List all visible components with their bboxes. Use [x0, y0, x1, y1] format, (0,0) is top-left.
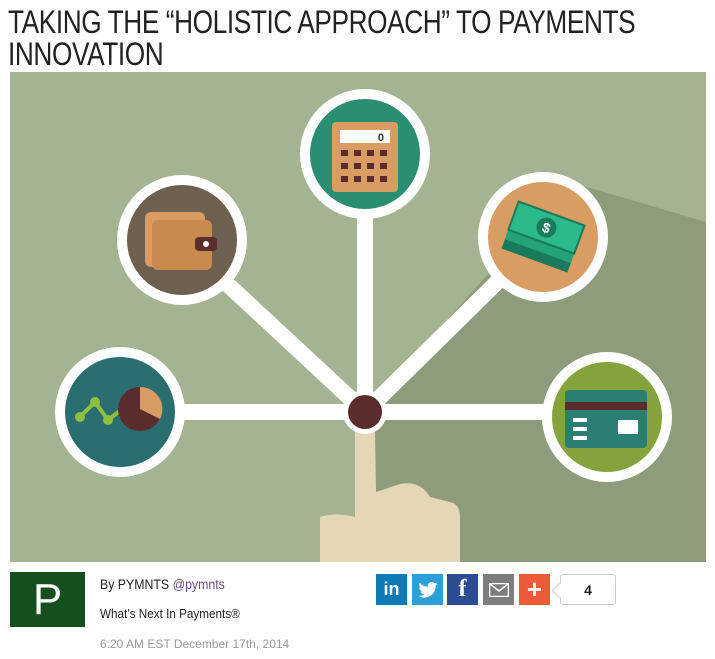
- author-name[interactable]: By PYMNTS: [100, 576, 170, 592]
- twitter-icon: [417, 581, 438, 598]
- credit-card-icon: [542, 352, 672, 482]
- author-byline: By PYMNTS @pymnts: [100, 576, 225, 592]
- facebook-icon: f: [458, 576, 467, 602]
- pointing-hand-icon: [320, 420, 460, 562]
- article-title-line2: INNOVATION: [8, 36, 164, 72]
- email-share-button[interactable]: [483, 574, 514, 605]
- author-avatar[interactable]: P: [10, 572, 85, 627]
- hero-illustration: 0 $: [10, 72, 706, 562]
- author-handle-link[interactable]: @pymnts: [172, 576, 225, 592]
- plus-icon: +: [526, 574, 543, 604]
- author-tagline: What’s Next In Payments®: [100, 606, 240, 621]
- calculator-icon: 0: [300, 89, 430, 219]
- analytics-icon: [55, 347, 185, 477]
- calculator-display: 0: [378, 132, 384, 144]
- more-share-button[interactable]: +: [519, 574, 550, 605]
- share-count: 4: [560, 574, 616, 605]
- cash-icon: $: [478, 172, 608, 302]
- publish-timestamp: 6:20 AM EST December 17th, 2014: [100, 637, 290, 651]
- twitter-share-button[interactable]: [412, 574, 443, 605]
- linkedin-share-button[interactable]: in: [376, 574, 407, 605]
- wallet-icon: [117, 175, 247, 305]
- hub-center: [348, 395, 382, 429]
- hero-svg: 0 $: [55, 89, 706, 562]
- linkedin-icon: in: [383, 579, 400, 599]
- facebook-share-button[interactable]: f: [447, 574, 478, 605]
- article-title-line1: TAKING THE “HOLISTIC APPROACH” TO PAYMEN…: [8, 4, 636, 40]
- email-icon: [488, 582, 509, 597]
- article-title: TAKING THE “HOLISTIC APPROACH” TO PAYMEN…: [8, 6, 636, 72]
